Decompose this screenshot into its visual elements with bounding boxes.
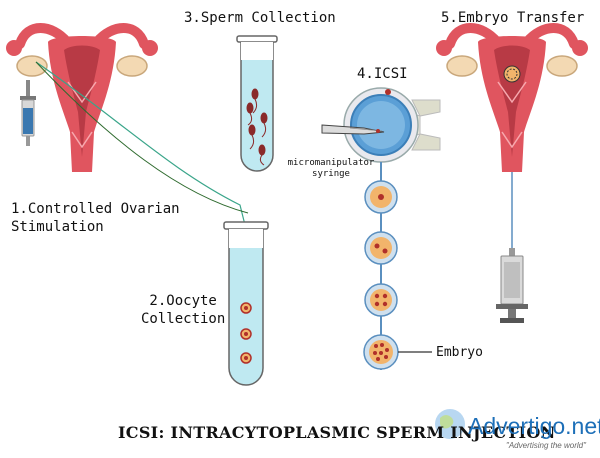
step2-label-line1: 2.Oocyte xyxy=(149,293,217,309)
watermark-globe-icon xyxy=(435,409,465,439)
step3-label: 3.Sperm Collection xyxy=(184,10,336,26)
embryo-stage-2 xyxy=(364,231,398,265)
embryo-stage-4 xyxy=(363,334,399,370)
step2-label: 2.Oocyte Collection xyxy=(141,292,225,328)
syringe-label-line2: syringe xyxy=(312,169,350,179)
syringe-left xyxy=(20,80,36,146)
watermark-text: Advertigo.net xyxy=(468,413,600,439)
embryo-stage-3 xyxy=(364,283,398,317)
icsi-egg xyxy=(343,87,419,163)
step1-label-line1: 1.Controlled Ovarian xyxy=(11,201,180,217)
uterus-right xyxy=(436,28,588,172)
oocyte-tube xyxy=(223,221,269,386)
embryo-stage-1 xyxy=(364,180,398,214)
syringe-label-line1: micromanipulator xyxy=(287,158,375,168)
step1-label: 1.Controlled Ovarian Stimulation xyxy=(11,200,180,236)
watermark-tagline: "Advertising the world" xyxy=(506,441,586,450)
step2-label-line2: Collection xyxy=(141,311,226,327)
step1-label-line2: Stimulation xyxy=(11,219,104,235)
syringe-label: micromanipulator syringe xyxy=(276,158,386,180)
embryo-label: Embryo xyxy=(436,345,483,360)
needle-line-2 xyxy=(35,61,249,214)
syringe-right xyxy=(496,248,528,323)
step4-label: 4.ICSI xyxy=(357,66,408,82)
diagram-title: ICSI: INTRACYTOPLASMIC SPERM INJECTION xyxy=(118,423,556,442)
needle-line-1 xyxy=(35,61,246,226)
sperm-tube xyxy=(236,35,278,172)
micromanipulator-syringe xyxy=(321,124,385,135)
step5-label: 5.Embryo Transfer xyxy=(441,10,585,26)
